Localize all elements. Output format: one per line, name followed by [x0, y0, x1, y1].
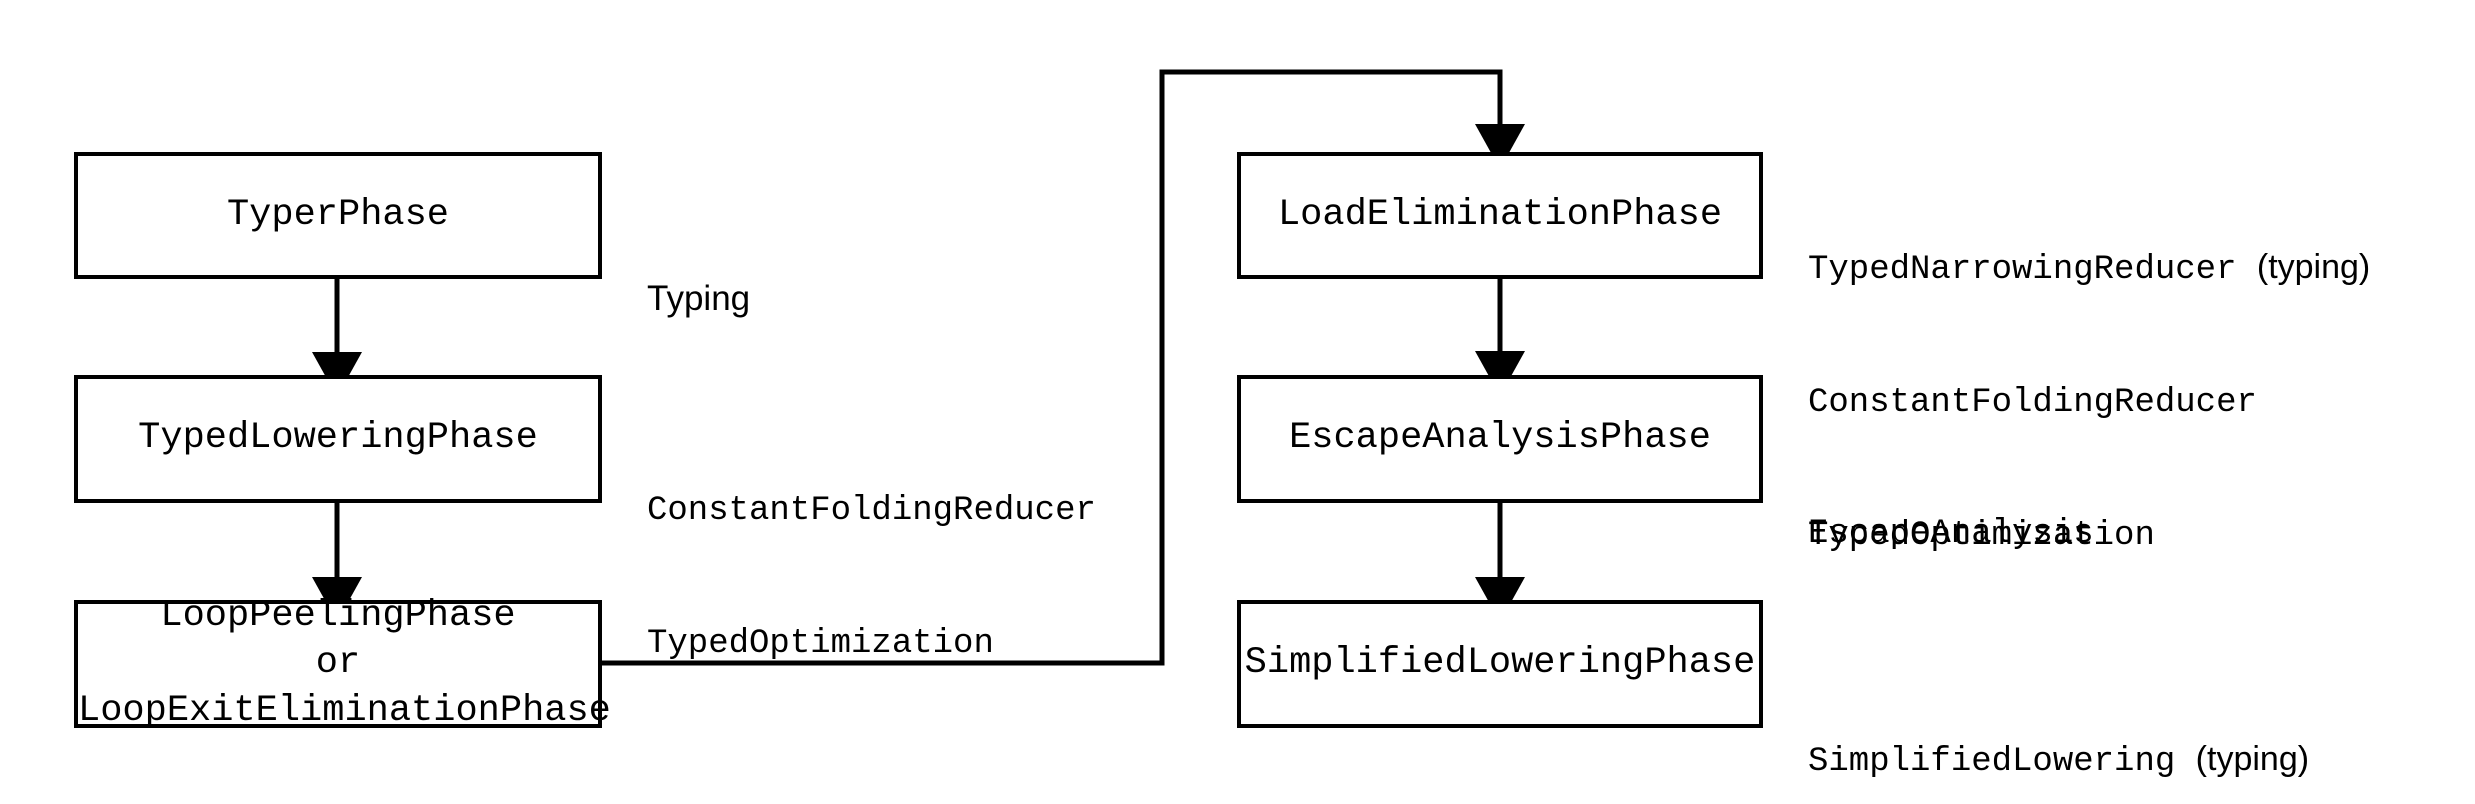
annotation-simplified-lowering-line-1-mono: SimplifiedLowering: [1808, 743, 2196, 782]
annotation-typed-lowering-phase: ConstantFoldingReducer TypedOptimization: [647, 401, 1096, 755]
annotation-typed-lowering-line-2: TypedOptimization: [647, 624, 994, 663]
annotation-load-elimination-line-1-suffix: (typing): [2256, 248, 2371, 287]
annotation-escape-analysis-phase: EscapeAnalysis: [1808, 424, 2094, 645]
node-simplified-lowering-phase-label: SimplifiedLoweringPhase: [1244, 642, 1756, 685]
node-escape-analysis-phase[interactable]: EscapeAnalysisPhase: [1237, 375, 1763, 503]
node-load-elimination-phase[interactable]: LoadEliminationPhase: [1237, 152, 1763, 279]
annotation-typed-lowering-line-1: ConstantFoldingReducer: [647, 492, 1096, 531]
node-loop-peeling-phase-label: LoopPeelingPhase or LoopExitEliminationP…: [78, 594, 611, 732]
annotation-load-elimination-line-1: TypedNarrowingReducer (typing): [1808, 245, 2370, 292]
annotation-simplified-lowering-line-1: SimplifiedLowering (typing): [1808, 737, 2309, 784]
node-loop-peeling-phase[interactable]: LoopPeelingPhase or LoopExitEliminationP…: [74, 595, 611, 732]
annotation-typer-phase-line-1: Typing: [647, 279, 751, 318]
annotation-load-elimination-line-3: TypedOptimization: [1808, 516, 2155, 555]
node-escape-analysis-phase-label: EscapeAnalysisPhase: [1289, 417, 1711, 460]
annotation-simplified-lowering-phase: SimplifiedLowering (typing): [1808, 649, 2309, 804]
annotation-typer-phase: Typing: [647, 185, 750, 413]
node-load-elimination-phase-label: LoadEliminationPhase: [1277, 193, 1723, 236]
annotation-load-elimination-line-2: ConstantFoldingReducer: [1808, 383, 2257, 422]
node-typed-lowering-phase-label: TypedLoweringPhase: [138, 417, 538, 460]
node-typed-lowering-phase[interactable]: TypedLoweringPhase: [74, 375, 602, 503]
annotation-load-elimination-phase: TypedNarrowingReducer (typing) ConstantF…: [1808, 157, 2370, 646]
node-simplified-lowering-phase[interactable]: SimplifiedLoweringPhase: [1237, 600, 1763, 728]
annotation-escape-analysis-line-1: EscapeAnalysis: [1808, 515, 2094, 554]
annotation-simplified-lowering-line-1-suffix: (typing): [2195, 740, 2310, 779]
node-typer-phase-label: TyperPhase: [226, 193, 450, 236]
node-typer-phase[interactable]: TyperPhase: [74, 152, 602, 279]
annotation-load-elimination-line-1-mono: TypedNarrowingReducer: [1808, 251, 2257, 290]
